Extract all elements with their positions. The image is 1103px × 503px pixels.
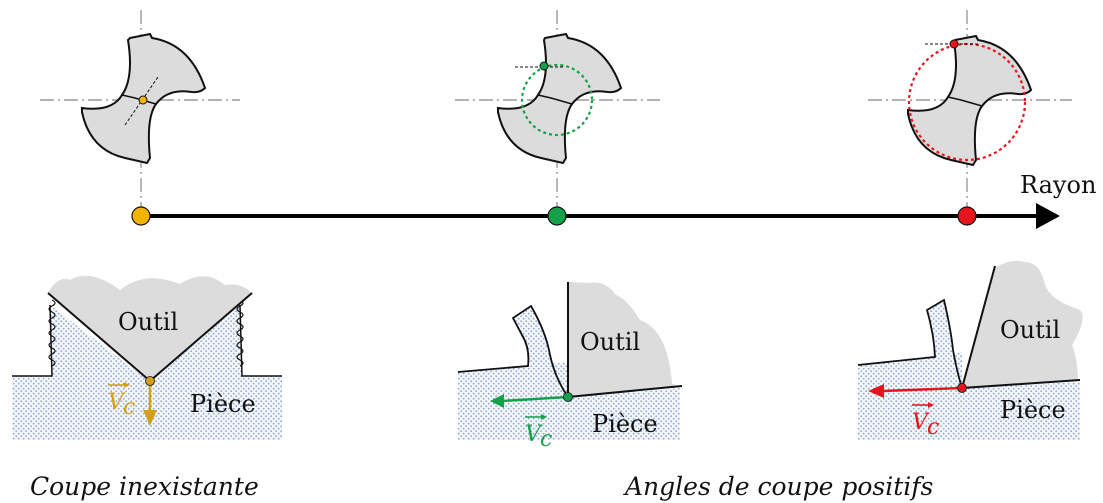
workpiece-label: Pièce bbox=[592, 410, 658, 438]
caption-no-cut: Coupe inexistante bbox=[30, 472, 259, 501]
tool-section-middle bbox=[455, 10, 660, 210]
svg-text:V: V bbox=[108, 390, 126, 415]
panel-middle: Outil Pièce V c bbox=[457, 282, 683, 452]
panel-center: Outil Pièce V c bbox=[12, 275, 282, 440]
svg-text:c: c bbox=[927, 415, 939, 440]
workpiece-label: Pièce bbox=[1000, 396, 1066, 424]
axis-label: Rayon bbox=[1020, 171, 1096, 199]
svg-text:c: c bbox=[123, 395, 135, 420]
middle-point-marker bbox=[547, 206, 567, 226]
velocity-label-center: V c bbox=[108, 382, 135, 420]
workpiece-label: Pièce bbox=[190, 390, 256, 418]
edge-point-marker bbox=[957, 206, 977, 226]
tool-label: Outil bbox=[1000, 316, 1060, 344]
velocity-label-middle: V c bbox=[525, 414, 552, 452]
svg-text:V: V bbox=[912, 410, 930, 435]
caption-positive-angles: Angles de coupe positifs bbox=[623, 472, 933, 501]
radius-axis: Rayon bbox=[131, 171, 1096, 229]
panel-edge: Outil Pièce V c bbox=[857, 260, 1083, 440]
tool-section-edge bbox=[868, 10, 1072, 210]
center-point-marker bbox=[131, 206, 151, 226]
svg-text:c: c bbox=[540, 427, 552, 452]
svg-text:V: V bbox=[525, 422, 543, 447]
velocity-label-edge: V c bbox=[912, 402, 939, 440]
tool-section-center bbox=[40, 10, 240, 210]
tool-label: Outil bbox=[118, 308, 178, 336]
tool-label: Outil bbox=[580, 328, 640, 356]
